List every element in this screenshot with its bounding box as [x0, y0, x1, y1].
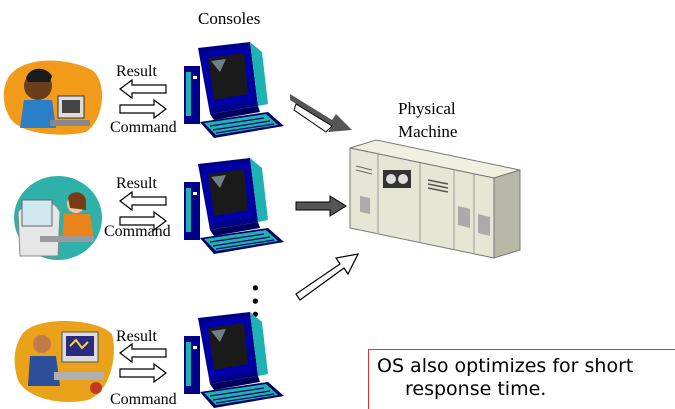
command-label-2: Command	[104, 223, 171, 240]
result-label-2: Result	[116, 175, 157, 192]
result-arrow-2	[119, 191, 167, 211]
command-arrow-3	[119, 363, 167, 383]
machine-label: Machine	[398, 122, 457, 141]
console-icon-3	[183, 311, 285, 409]
user-clipart-2	[14, 176, 102, 260]
user-clipart-3	[14, 320, 114, 402]
result-label-1: Result	[116, 63, 157, 80]
physical-label: Physical	[398, 99, 456, 118]
result-arrow-3	[119, 343, 167, 363]
note-box: OS also optimizes for short response tim…	[368, 349, 675, 409]
user-clipart-1	[3, 60, 103, 135]
note-line-1: OS also optimizes for short	[377, 355, 634, 377]
arrow-console1-to-machine	[290, 94, 352, 133]
arrow-console3-to-machine	[295, 253, 360, 301]
physical-machine-icon	[349, 139, 521, 259]
arrow-console2-to-machine	[295, 195, 347, 217]
consoles-label: Consoles	[198, 9, 260, 28]
console-icon-1	[183, 41, 285, 139]
note-line-2: response time.	[405, 378, 547, 400]
command-label-3: Command	[110, 391, 177, 408]
console-icon-2	[183, 157, 285, 255]
command-label-1: Command	[110, 119, 177, 136]
result-arrow-1	[119, 79, 167, 99]
result-label-3: Result	[116, 328, 157, 345]
command-arrow-1	[119, 99, 167, 119]
